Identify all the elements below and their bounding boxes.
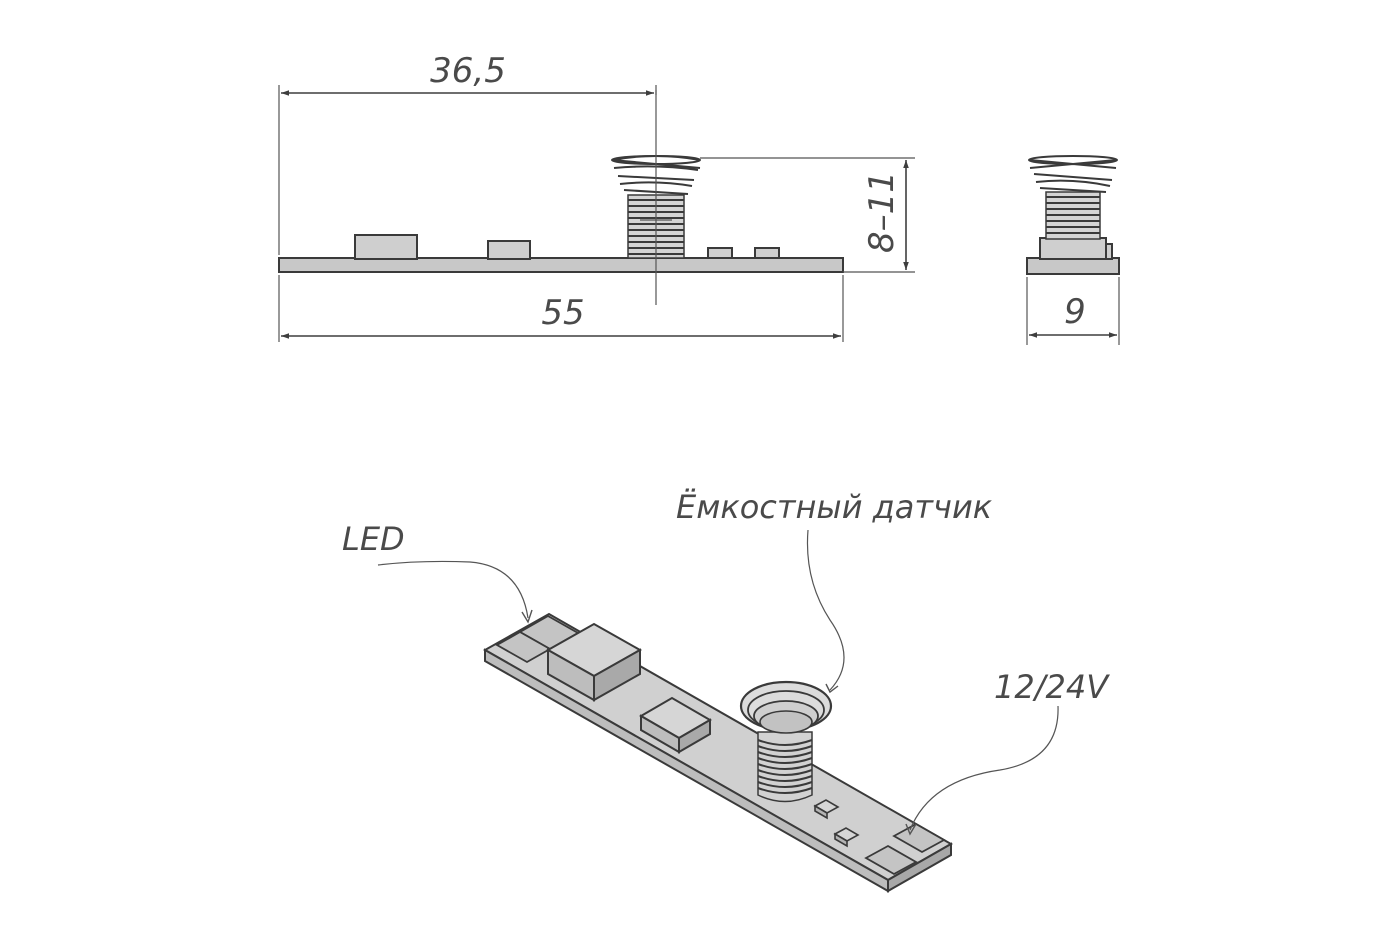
side-view: 36,5 55 8–11 [278, 51, 915, 342]
leader-power [909, 705, 1059, 831]
end-spring [1028, 155, 1118, 240]
dim-width: 9 [1064, 292, 1086, 332]
callout-power: 12/24V [994, 668, 1110, 706]
side-board [278, 257, 844, 273]
dim-length: 55 [541, 293, 584, 333]
callout-sensor: Ёмкостный датчик [676, 488, 993, 526]
side-chip-component [487, 240, 531, 260]
leader-led [377, 560, 529, 619]
isometric-view: LED Ёмкостный датчик 12/24V [342, 488, 1110, 893]
end-view: 9 [1026, 155, 1120, 345]
dim-spring-offset: 36,5 [430, 51, 506, 91]
callout-led: LED [342, 520, 405, 558]
iso-power-pads [864, 822, 946, 876]
side-led-component [354, 234, 418, 260]
side-small-pad-2 [754, 247, 780, 259]
iso-spring [739, 680, 833, 803]
iso-chip-block [639, 696, 712, 754]
iso-led-block [545, 622, 643, 702]
dim-height: 8–11 [862, 171, 902, 253]
side-small-pad-1 [707, 247, 733, 259]
leader-sensor [806, 529, 845, 691]
iso-small-pads [813, 799, 860, 848]
